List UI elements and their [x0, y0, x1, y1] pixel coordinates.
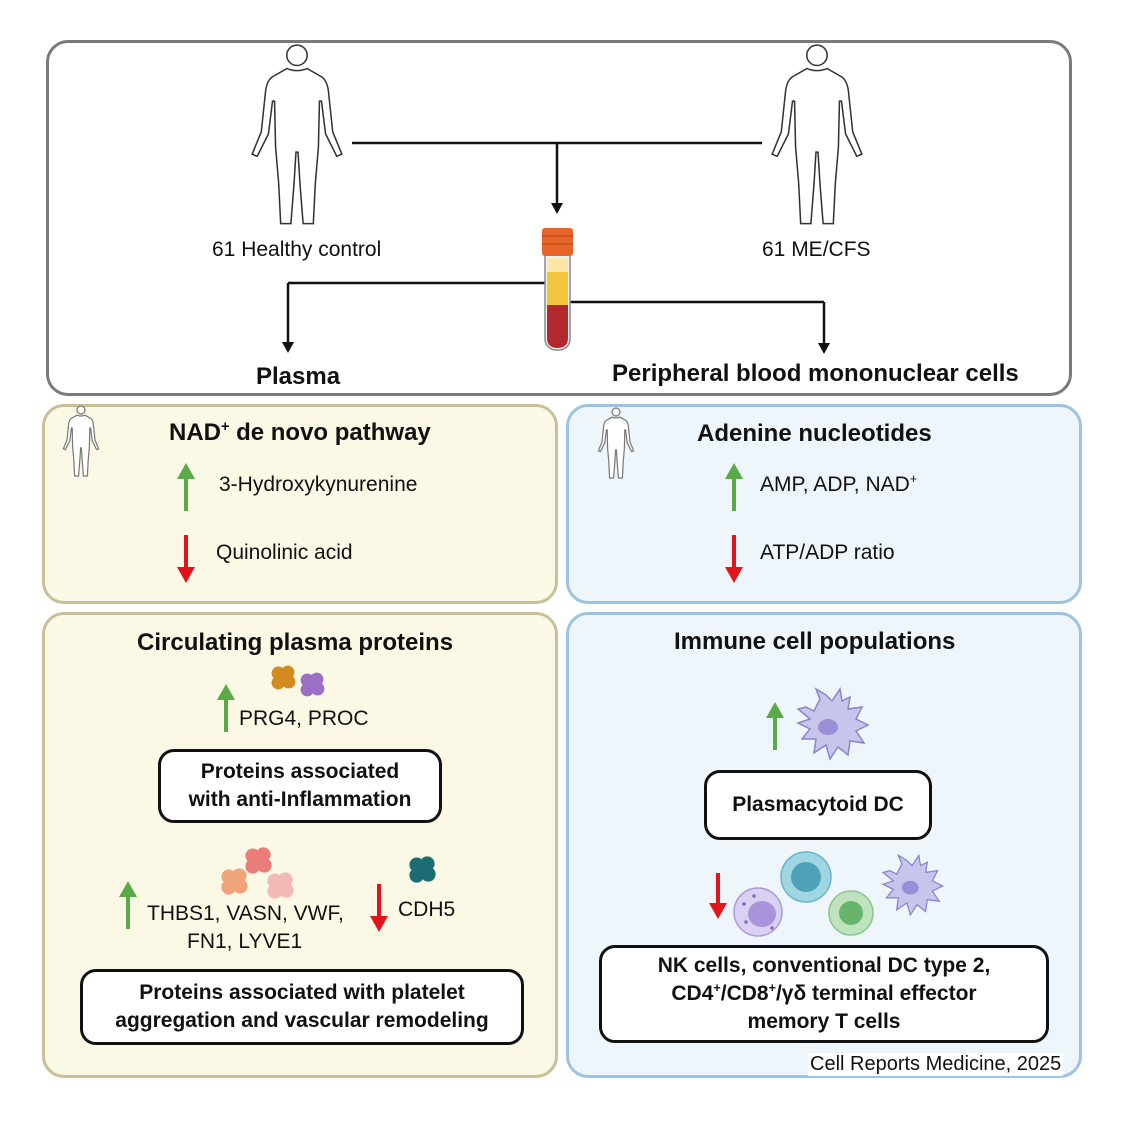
plasmacytoid-dc-box: Plasmacytoid DC [704, 770, 932, 840]
protein-icon [409, 856, 436, 883]
nad-pathway-panel [42, 404, 558, 604]
t-cell-icon [828, 890, 874, 936]
up-arrow-icon [217, 684, 235, 732]
adenine-panel-title: Adenine nucleotides [697, 420, 932, 447]
down-arrow-icon [725, 535, 743, 583]
up-arrow-icon [725, 463, 743, 511]
flow-arrowheads [282, 203, 830, 354]
plasma-up-item-2: THBS1, VASN, VWF, FN1, LYVE1 [147, 902, 344, 953]
up-arrow-icon [177, 463, 195, 511]
platelet-aggregation-box: Proteins associated with platelet aggreg… [80, 969, 524, 1045]
me-cfs-label: 61 ME/CFS [762, 238, 871, 261]
cells-human-icon [597, 407, 635, 479]
sample-flow-lines [286, 141, 826, 345]
anti-inflammation-box: Proteins associated with anti-Inflammati… [158, 749, 442, 823]
dendritic-cell-icon [796, 687, 870, 761]
nad-down-item: Quinolinic acid [216, 541, 353, 564]
plasma-up-item-1: PRG4, PROC [239, 707, 369, 730]
adenine-up-item: AMP, ADP, NAD+ [760, 472, 918, 496]
down-arrow-icon [177, 535, 195, 583]
protein-icon [300, 672, 325, 697]
nk-cell-icon [733, 887, 783, 937]
nad-up-item: 3-Hydroxykynurenine [219, 473, 418, 496]
t-cell-icon [780, 851, 832, 903]
nad-panel-title: NAD+ de novo pathway [169, 419, 431, 446]
plasma-human-icon [62, 405, 100, 477]
up-arrow-icon [766, 702, 784, 750]
healthy-control-label: 61 Healthy control [212, 238, 382, 261]
citation: Cell Reports Medicine, 2025 [808, 1053, 1064, 1076]
plasma-down-item: CDH5 [398, 898, 456, 921]
protein-icon [267, 872, 294, 899]
adenine-nucleotides-panel [566, 404, 1082, 604]
plasma-label: Plasma [256, 363, 341, 390]
pbmc-label: Peripheral blood mononuclear cells [612, 360, 1019, 387]
up-arrow-icon [119, 881, 137, 929]
protein-icon [221, 868, 248, 895]
me-cfs-patient-figure-icon [771, 44, 863, 225]
dendritic-cell-icon [881, 853, 945, 917]
down-arrow-icon [709, 873, 727, 919]
down-arrow-icon [370, 884, 388, 932]
blood-tube-icon [542, 228, 573, 351]
immune-panel-title: Immune cell populations [674, 628, 956, 655]
plasma-proteins-title: Circulating plasma proteins [137, 629, 454, 656]
healthy-control-figure-icon [251, 44, 343, 225]
protein-icon [245, 847, 272, 874]
decreased-cells-box: NK cells, conventional DC type 2, CD4+/C… [599, 945, 1049, 1043]
adenine-down-item: ATP/ADP ratio [760, 541, 895, 564]
protein-icon [271, 665, 296, 690]
